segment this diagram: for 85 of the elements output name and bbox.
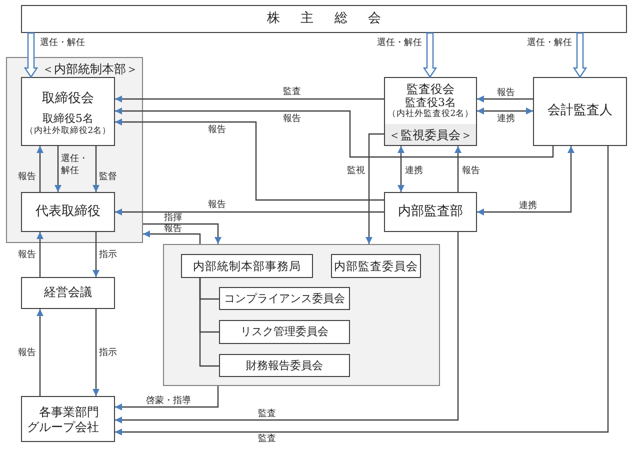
box-subtitle: 取締役5名: [42, 113, 94, 126]
edge-label: 連携: [497, 114, 515, 124]
box-title: 株主総会: [266, 12, 403, 26]
hollow-arrow: [572, 32, 588, 78]
edge-label: 連携: [405, 166, 423, 176]
org-box: [21, 277, 115, 309]
edge-label: 報告: [18, 250, 36, 260]
arrow: [398, 146, 404, 192]
box-title: 財務報告委員会: [245, 360, 324, 372]
org-box: [181, 254, 313, 278]
org-box: [384, 192, 477, 232]
edge-label: 監督: [99, 172, 117, 182]
org-box: [21, 77, 115, 146]
box-title: 監査役会: [406, 83, 456, 96]
edge-label: 選任・解任: [527, 38, 572, 48]
arrow: [115, 208, 384, 216]
arrow: [366, 133, 384, 244]
edge-label: 指示: [99, 250, 117, 260]
connector-line: [199, 278, 219, 367]
edge-label: 報告: [462, 166, 480, 176]
edge-label: 報告: [164, 224, 182, 234]
org-box: [21, 192, 115, 232]
box-title: リスク管理委員会: [240, 326, 330, 338]
edge-label: 報告: [208, 200, 226, 210]
box-title: 取締役会: [41, 92, 95, 106]
edge-label: 報告: [283, 114, 301, 124]
box-subtitle: （内社外取締役2名）: [24, 127, 112, 136]
group-panel: [163, 244, 440, 386]
box-title: 経営会議: [43, 286, 93, 300]
hollow-arrow: [24, 32, 38, 78]
panel-heading: ＜内部統制本部＞: [42, 63, 138, 76]
edge-label: 啓蒙・指導: [146, 396, 191, 406]
arrow: [454, 146, 462, 192]
edge-label: 選任・解任: [61, 153, 89, 177]
arrow: [477, 108, 533, 114]
hollow-arrow: [422, 32, 438, 78]
arrow: [115, 96, 384, 102]
edge-label: 指示: [99, 348, 117, 358]
edge-label: 報告: [18, 172, 36, 182]
box-title: 会計監査人: [546, 104, 614, 118]
arrow: [92, 309, 100, 396]
edge-label: 連携: [519, 201, 537, 211]
arrow: [115, 232, 459, 424]
org-box: [331, 254, 421, 278]
box-title: 各事業部門グループ会社: [27, 405, 99, 435]
box-subtitle: 監査役3名: [404, 97, 457, 109]
arrow: [92, 232, 100, 277]
edge-label: 報告: [497, 88, 515, 98]
box-title: 内部統制本部事務局: [192, 260, 302, 273]
arrow: [36, 232, 44, 277]
arrow: [92, 146, 100, 192]
box-subtitle: （内社外監査役2名）: [386, 110, 475, 120]
org-box: [21, 5, 627, 33]
org-box: [219, 320, 350, 344]
org-box: [384, 77, 477, 146]
arrow: [115, 108, 554, 158]
arrow: [115, 118, 384, 201]
edge-label: 監査: [258, 409, 276, 419]
arrow: [54, 146, 62, 192]
org-box: [21, 396, 115, 442]
edge-label: 監視: [347, 166, 365, 176]
edge-label: 選任・解任: [377, 38, 422, 48]
edge-label: 指揮: [164, 213, 182, 223]
group-panel: [6, 57, 143, 243]
edge-label: 監査: [283, 87, 301, 97]
edge-label: 監査: [258, 434, 276, 444]
box-title: 内部監査部: [397, 205, 464, 220]
org-box: [533, 77, 627, 146]
arrow: [115, 146, 609, 436]
edge-label: 報告: [208, 125, 226, 135]
arrow: [143, 230, 201, 244]
arrow: [36, 146, 44, 192]
arrow: [477, 146, 574, 216]
band-label: ＜監視委員会＞: [385, 124, 476, 145]
org-box: [219, 354, 350, 377]
arrow: [36, 309, 44, 396]
box-title: 内部監査委員会: [333, 260, 419, 273]
edge-label: 選任・解任: [40, 38, 85, 48]
edge-label: 報告: [18, 348, 36, 358]
org-box: [219, 287, 350, 310]
box-title: 代表取締役: [34, 205, 102, 220]
box-title: コンプライアンス委員会: [223, 293, 346, 306]
arrow: [115, 386, 219, 410]
arrow: [143, 223, 222, 244]
arrow: [477, 96, 533, 102]
